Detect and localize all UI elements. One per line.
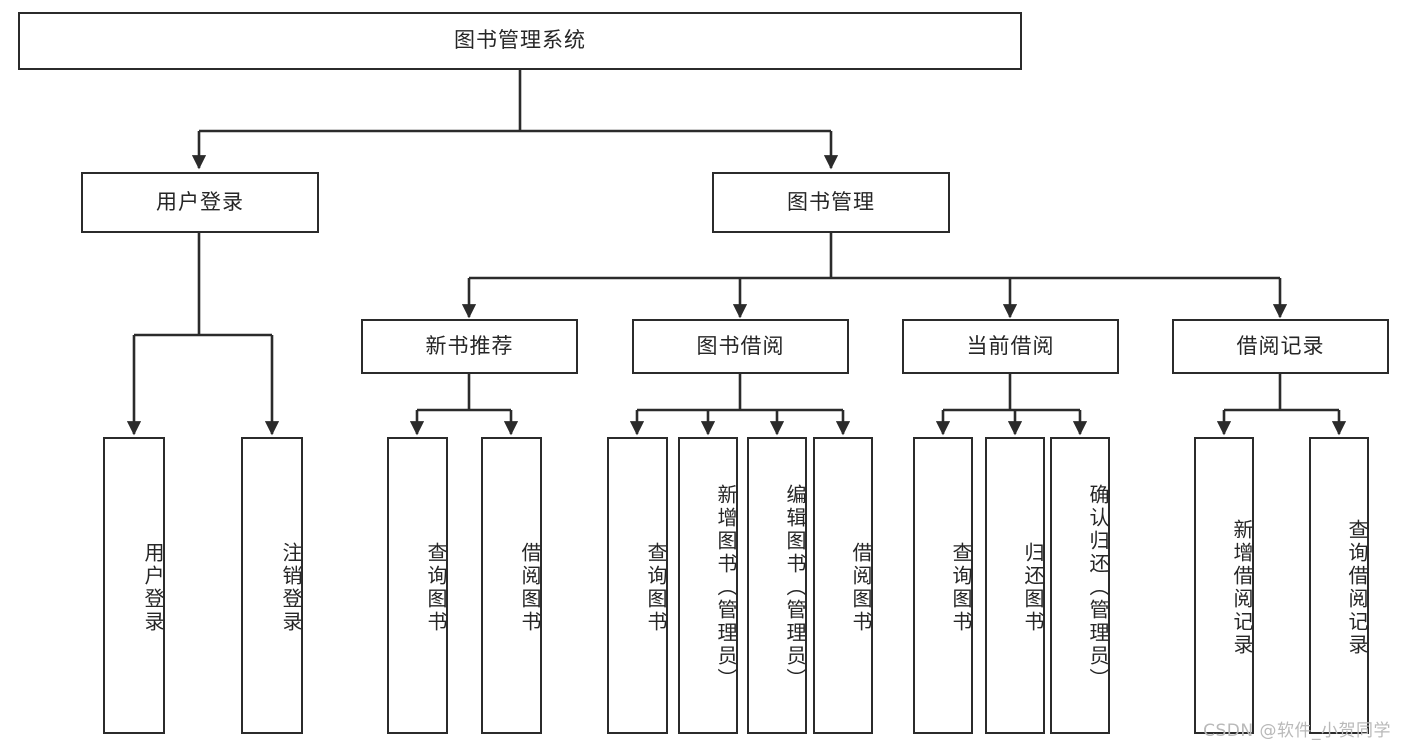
leaf-borrow-book-recommend-label: 借阅图书 [518, 541, 542, 634]
leaf-query-book-current-label: 查询图书 [949, 541, 973, 634]
leaf-query-book-borrow-label: 查询图书 [644, 541, 668, 634]
node-current-borrow[interactable]: 当前借阅 [902, 319, 1119, 374]
leaf-return-book-label: 归还图书 [1021, 541, 1045, 634]
leaf-borrow-book[interactable]: 借阅图书 [813, 437, 873, 734]
leaf-return-book[interactable]: 归还图书 [985, 437, 1045, 734]
leaf-confirm-return-admin-label: 确认归还（管理员） [1086, 484, 1110, 691]
leaf-edit-book-admin-label: 编辑图书（管理员） [783, 484, 807, 691]
node-user-login-label: 用户登录 [156, 189, 244, 214]
leaf-query-borrow-record[interactable]: 查询借阅记录 [1309, 437, 1369, 734]
node-book-borrow-label: 图书借阅 [696, 333, 785, 358]
node-current-borrow-label: 当前借阅 [966, 333, 1055, 358]
node-root-label: 图书管理系统 [454, 28, 586, 53]
node-new-book-recommend[interactable]: 新书推荐 [361, 319, 578, 374]
leaf-edit-book-admin[interactable]: 编辑图书（管理员） [747, 437, 807, 734]
node-user-login[interactable]: 用户登录 [81, 172, 319, 233]
leaf-add-borrow-record-label: 新增借阅记录 [1230, 518, 1254, 657]
node-new-book-recommend-label: 新书推荐 [425, 333, 514, 358]
node-book-management[interactable]: 图书管理 [712, 172, 950, 233]
leaf-query-book-recommend-label: 查询图书 [424, 541, 448, 634]
leaf-query-book-recommend[interactable]: 查询图书 [387, 437, 448, 734]
node-root[interactable]: 图书管理系统 [18, 12, 1022, 70]
leaf-add-borrow-record[interactable]: 新增借阅记录 [1194, 437, 1254, 734]
leaf-query-book-current[interactable]: 查询图书 [913, 437, 973, 734]
leaf-borrow-book-recommend[interactable]: 借阅图书 [481, 437, 542, 734]
node-borrow-record[interactable]: 借阅记录 [1172, 319, 1389, 374]
leaf-user-login[interactable]: 用户登录 [103, 437, 165, 734]
leaf-confirm-return-admin[interactable]: 确认归还（管理员） [1050, 437, 1110, 734]
leaf-query-borrow-record-label: 查询借阅记录 [1345, 518, 1369, 657]
csdn-watermark: CSDN @软件_小贺同学 [1203, 721, 1391, 741]
leaf-query-book-borrow[interactable]: 查询图书 [607, 437, 668, 734]
leaf-logout[interactable]: 注销登录 [241, 437, 303, 734]
node-book-borrow[interactable]: 图书借阅 [632, 319, 849, 374]
leaf-add-book-admin[interactable]: 新增图书（管理员） [678, 437, 738, 734]
leaf-add-book-admin-label: 新增图书（管理员） [714, 484, 738, 691]
node-book-management-label: 图书管理 [787, 189, 875, 214]
node-borrow-record-label: 借阅记录 [1236, 333, 1325, 358]
leaf-user-login-label: 用户登录 [141, 541, 165, 634]
leaf-borrow-book-label: 借阅图书 [849, 541, 873, 634]
leaf-logout-label: 注销登录 [279, 541, 303, 634]
